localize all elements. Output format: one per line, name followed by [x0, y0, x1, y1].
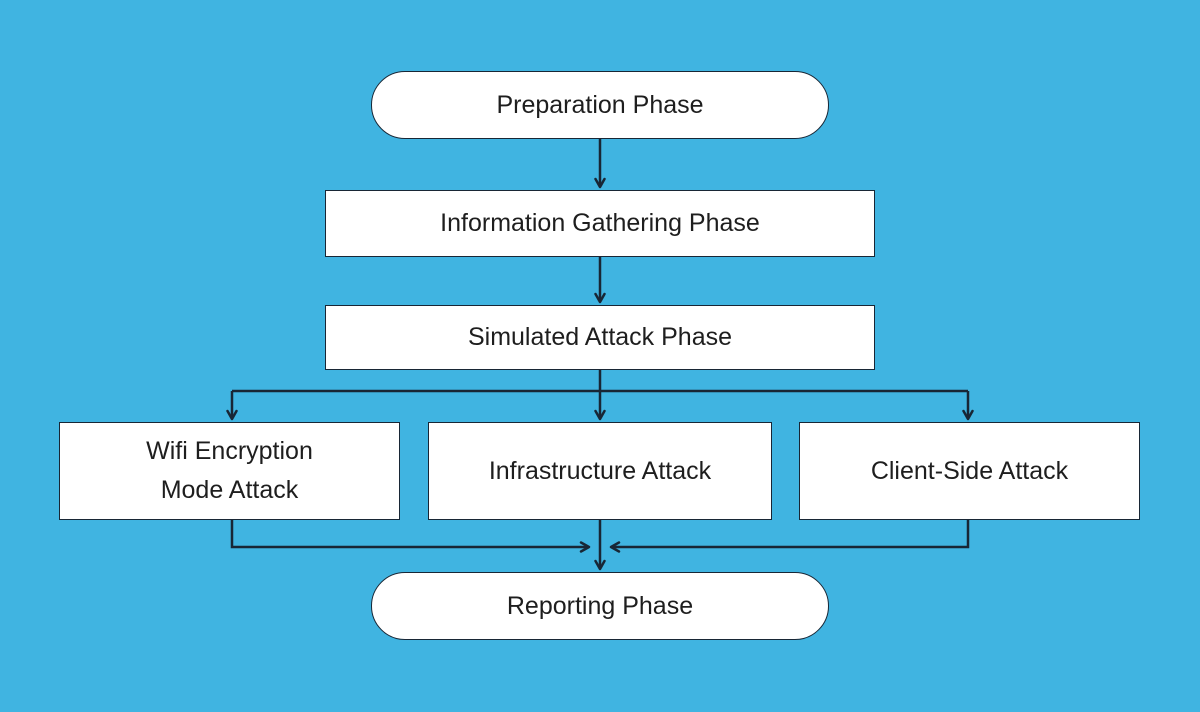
- node-information-gathering-phase: Information Gathering Phase: [325, 190, 875, 257]
- edge-client-to-merge: [609, 520, 970, 553]
- node-simulated-attack-phase: Simulated Attack Phase: [325, 305, 875, 370]
- node-client-side-attack: Client-Side Attack: [799, 422, 1140, 520]
- edge-wifi-to-merge: [230, 520, 591, 553]
- node-wifi-encryption-mode-attack: Wifi Encryption Mode Attack: [59, 422, 400, 520]
- node-infrastructure-attack: Infrastructure Attack: [428, 422, 772, 520]
- node-reporting-phase: Reporting Phase: [371, 572, 829, 640]
- node-preparation-phase: Preparation Phase: [371, 71, 829, 139]
